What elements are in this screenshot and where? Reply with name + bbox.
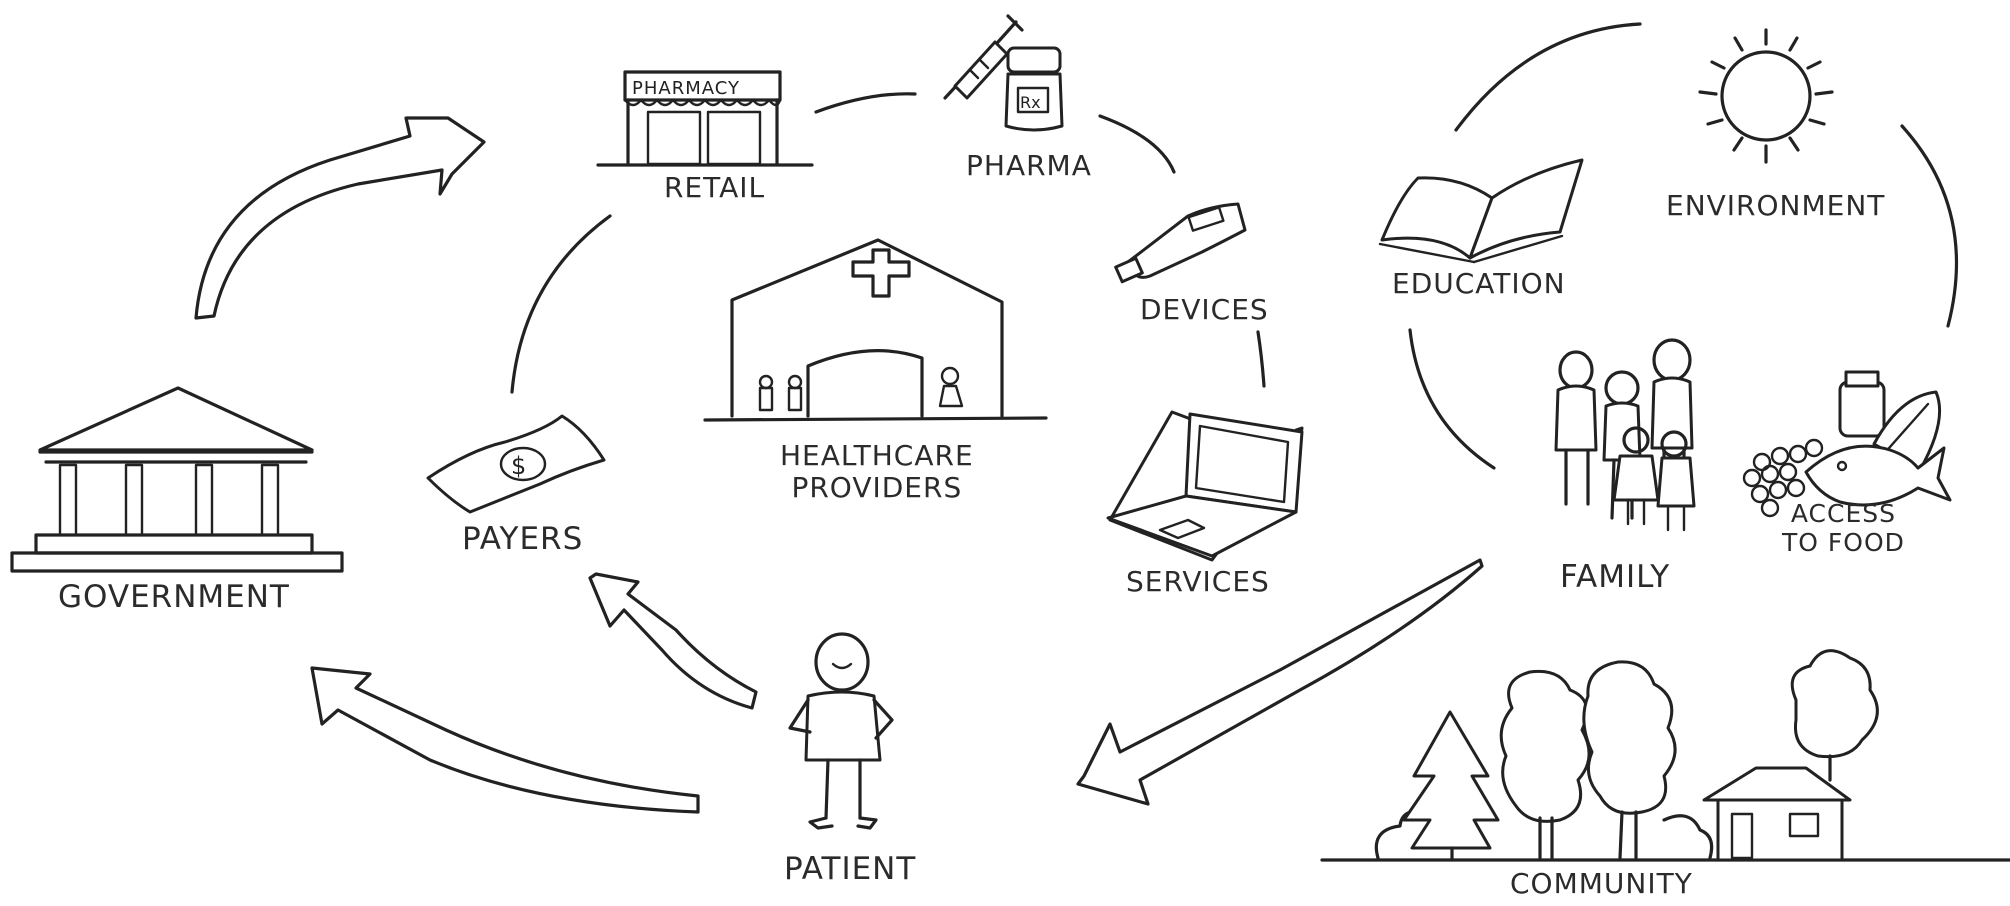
label-providers: PROVIDERS bbox=[791, 471, 963, 505]
government-building-icon bbox=[10, 386, 344, 573]
label-devices: DEVICES bbox=[1140, 293, 1269, 326]
sun-icon bbox=[1698, 28, 1834, 164]
label-access: ACCESS bbox=[1790, 499, 1896, 528]
hospital-icon bbox=[703, 238, 1048, 422]
label-pharma: PHARMA bbox=[966, 149, 1092, 182]
label-access-to-food: ACCESS TO FOOD bbox=[1782, 499, 1905, 558]
label-education: EDUCATION bbox=[1392, 267, 1566, 300]
label-payers: PAYERS bbox=[462, 521, 584, 557]
arrow-patient-to-government bbox=[310, 666, 700, 814]
label-patient: PATIENT bbox=[784, 851, 917, 887]
label-environment: ENVIRONMENT bbox=[1666, 189, 1886, 222]
arrow-patient-to-payers bbox=[588, 572, 758, 710]
arrow-community-to-patient bbox=[1076, 558, 1484, 806]
label-healthcare-providers: HEALTHCARE PROVIDERS bbox=[780, 439, 974, 505]
label-services: SERVICES bbox=[1126, 565, 1270, 598]
patient-figure-icon bbox=[788, 632, 894, 830]
money-bill-icon: $ bbox=[426, 414, 606, 514]
label-retail: RETAIL bbox=[664, 171, 766, 204]
label-healthcare: HEALTHCARE bbox=[780, 439, 974, 472]
label-community: COMMUNITY bbox=[1510, 867, 1693, 900]
connecting-curves bbox=[510, 22, 1959, 470]
laptop-icon bbox=[1106, 410, 1304, 562]
open-book-icon bbox=[1378, 158, 1584, 264]
usb-device-icon bbox=[1114, 202, 1247, 284]
money-sign: $ bbox=[511, 452, 526, 480]
label-government: GOVERNMENT bbox=[58, 579, 290, 615]
food-icon bbox=[1742, 370, 1952, 518]
label-to-food: TO FOOD bbox=[1782, 527, 1905, 557]
pharmacy-sign-text: PHARMACY bbox=[632, 78, 740, 99]
family-figures-icon bbox=[1554, 338, 1696, 532]
community-trees-house-icon bbox=[1320, 649, 2010, 862]
pill-bottle-icon: Rx bbox=[1004, 46, 1064, 132]
rx-label: Rx bbox=[1020, 93, 1041, 112]
label-family: FAMILY bbox=[1560, 559, 1671, 595]
arrow-government-to-retail bbox=[194, 116, 486, 320]
pharmacy-storefront-icon: PHARMACY bbox=[596, 70, 814, 167]
